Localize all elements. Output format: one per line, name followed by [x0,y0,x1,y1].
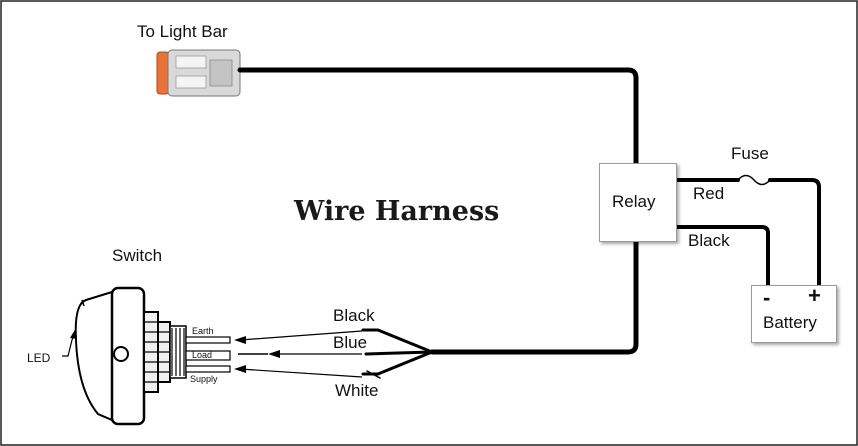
fuse-label: Fuse [731,144,769,163]
wire-relay-to-harness [429,237,639,355]
relay-label: Relay [612,192,656,211]
earth-terminal-label: Earth [192,326,214,336]
switch-body [74,286,187,426]
arrowhead-supply [234,365,246,373]
switch-nut-ridges [158,331,170,373]
switch-collar-ridges [144,321,158,383]
battery-label: Battery [763,313,817,332]
black-wire-label-relay: Black [688,231,730,250]
wire-black-to-battery-negative [674,225,770,289]
wire-white-strand [366,370,381,379]
battery-box [751,285,837,343]
connector-latch-top [175,55,207,69]
harness-white-label: White [335,381,379,400]
wire-black-branch [361,328,434,354]
arrowhead-load [268,350,280,358]
arrowheads [234,336,280,373]
wire-light-bar-to-relay [237,67,639,166]
supply-terminal-label: Supply [190,374,218,384]
wires [237,67,821,379]
terminal-load [185,350,231,361]
switch-rocker [74,290,113,422]
battery-negative-label: - [763,285,771,310]
switch-indicator-hole [113,346,129,362]
switch-label: Switch [112,246,163,265]
connector-tail [209,59,233,87]
switch-terminals [185,336,231,373]
battery-positive-label: + [808,283,821,308]
terminal-earth [185,336,231,344]
wire-white-branch [361,350,434,376]
terminal-supply [185,365,231,373]
harness-black-label: Black [333,306,375,325]
led-pointer-arrowhead [70,328,77,339]
arrow-black-to-earth [239,330,363,341]
fuse-element [737,174,771,186]
connector-latch-bottom [175,75,207,89]
switch-rocker-edge [81,299,85,307]
red-wire-label: Red [693,184,725,203]
harness-blue-label: Blue [333,333,368,352]
pointer-arrows [238,330,363,378]
connector-orange-cap [156,51,170,95]
arrow-white-to-supply [239,368,363,378]
relay-box [599,163,677,242]
light-bar-connector [156,49,241,97]
wire-blue-branch [364,350,434,356]
arrowhead-earth [234,336,246,344]
diagram-title: Wire Harness [294,196,500,227]
light-bar-label: To Light Bar [137,22,228,41]
wire-fuse-to-battery-positive [768,178,821,289]
switch-terminal-ribs [171,328,185,376]
led-label: LED [27,351,51,365]
load-terminal-label: Load [192,350,213,360]
